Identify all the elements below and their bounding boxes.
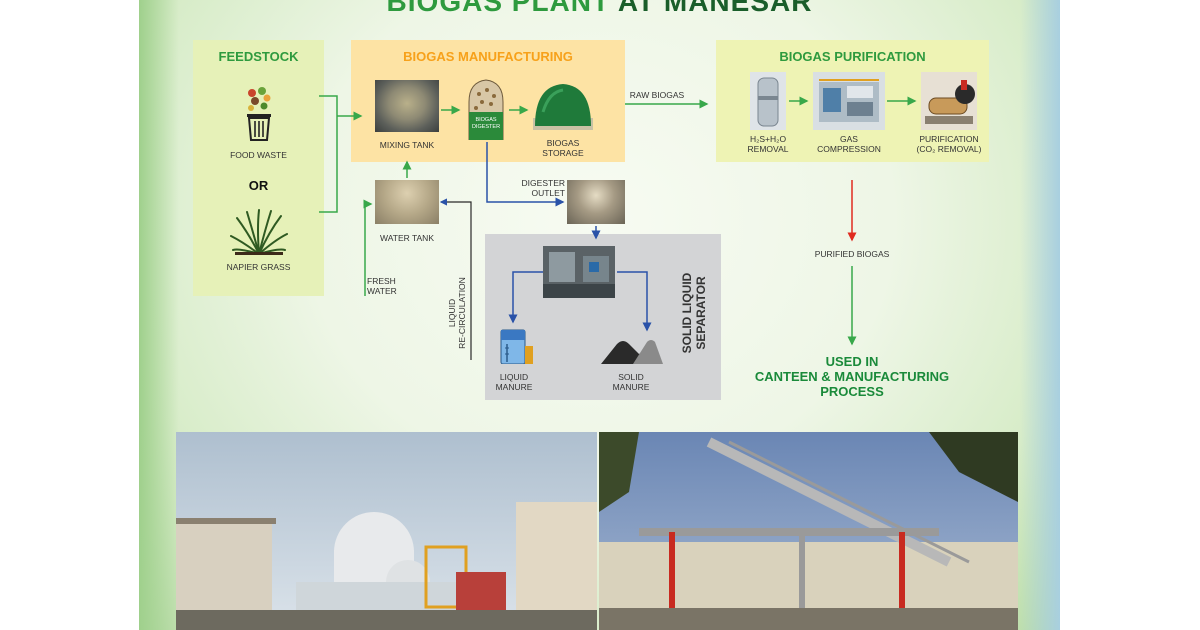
biogas-poster: BIOGAS PLANT AT MANESAR FEEDSTOCK FOOD W… [139,0,1060,630]
arrow-to-solid-manure [617,272,647,330]
arrow-to-liquid-manure [513,272,543,322]
arrow-fresh-water [365,204,371,296]
plant-photo-left [176,432,597,630]
arrow-food-waste [319,96,337,116]
arrow-digester-to-outlet [487,142,563,202]
arrow-recirculation [441,202,471,360]
plant-photo-right [599,432,1018,630]
arrow-napier-grass [319,116,337,212]
